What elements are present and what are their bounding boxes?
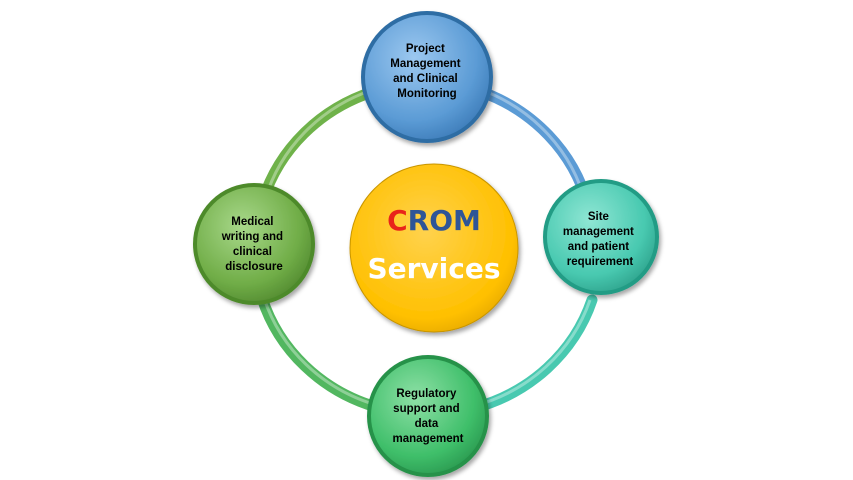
node-circle-bottom [367,355,489,477]
node-label-top: Project Management and Clinical Monitori… [390,43,464,100]
ring-arc-bottom-left [256,292,382,413]
center-title-first-letter: C [387,204,408,237]
center-title: CROM [387,204,481,237]
center-subtitle: Services [367,252,500,285]
center-node: CROM Services [349,163,519,333]
node-circle-right [543,179,659,295]
node-label-right: Site management and patient requirement [563,211,637,268]
ring-arc-right-bottom [468,294,598,414]
node-medical-writing: Medical writing and clinical disclosure [193,183,315,305]
node-label-bottom: Regulatory support and data management [393,388,464,445]
node-regulatory-support: Regulatory support and data management [367,355,489,477]
node-circle-left [193,183,315,305]
node-site-management: Site management and patient requirement [543,179,659,295]
center-circle [349,163,519,333]
node-label-left: Medical writing and clinical disclosure [221,216,287,273]
center-title-rest: ROM [408,204,481,237]
ring-arc-left-top [257,86,378,206]
node-circle-top [361,11,493,143]
node-project-management: Project Management and Clinical Monitori… [361,11,493,143]
